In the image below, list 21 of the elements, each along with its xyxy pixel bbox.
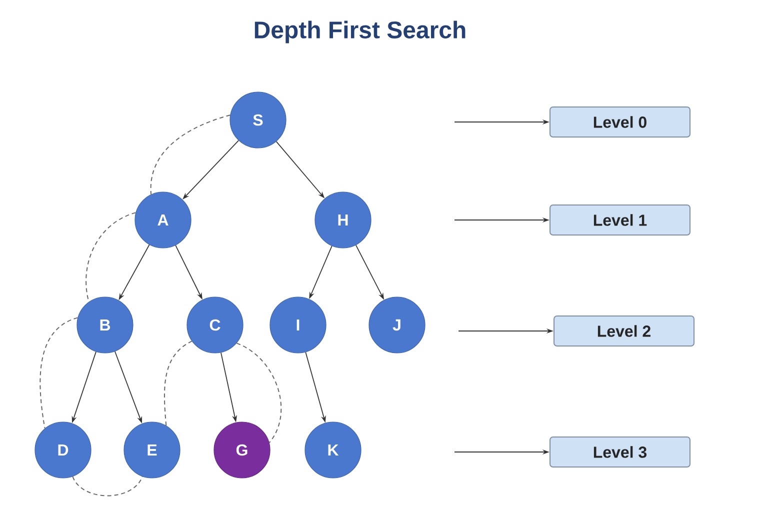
dashed-path [236, 342, 282, 444]
tree-node: B [76, 296, 134, 354]
tree-node: D [34, 422, 92, 478]
level-box: Level 2 [554, 316, 694, 346]
level-box: Level 1 [550, 204, 690, 236]
tree-node: A [134, 192, 192, 248]
title: Depth First Search [254, 20, 466, 44]
dashed-path [40, 317, 78, 429]
level-box: Level 3 [550, 436, 690, 468]
tree-node: H [314, 192, 372, 248]
dashed-path [150, 114, 231, 195]
tree-node: E [124, 422, 180, 478]
tree-node: J [368, 296, 426, 354]
tree-node: C [186, 296, 244, 354]
level-box: Level 0 [550, 106, 690, 138]
tree-node: K [304, 422, 362, 478]
tree-node: I [270, 296, 326, 354]
dashed-path [164, 340, 192, 426]
tree-node: S [230, 92, 286, 148]
tree-node: G [214, 422, 270, 478]
dashed-path [72, 476, 143, 496]
